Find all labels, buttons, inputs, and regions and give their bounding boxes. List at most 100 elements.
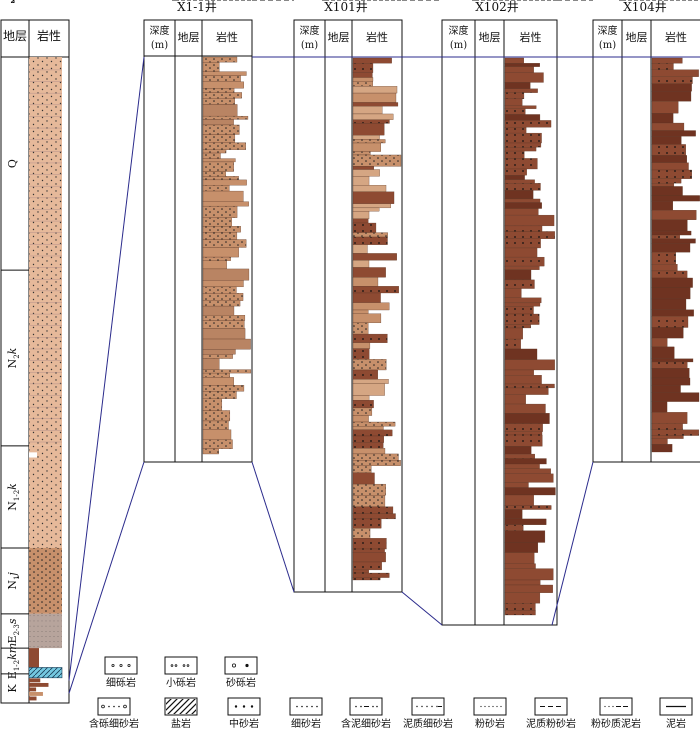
lithology-band	[352, 383, 385, 396]
lithology-band	[202, 134, 236, 143]
depth-tick-label: 6 784	[592, 0, 618, 3]
lithology-band	[504, 509, 523, 520]
lithology-band	[202, 338, 251, 350]
depth-tick-label: 6 752	[592, 0, 618, 3]
lithology-band	[202, 71, 247, 76]
overview-lith-band	[29, 547, 62, 613]
lithology-band	[202, 315, 246, 321]
lithology-band	[651, 76, 693, 84]
lithology-band	[651, 277, 693, 288]
lithology-band	[651, 346, 675, 359]
depth-tick-label: 7 088	[145, 0, 171, 3]
legend-label: 细砾岩	[106, 676, 136, 689]
overview-lith-band	[29, 687, 37, 692]
lithology-band	[352, 86, 398, 94]
lithology-band	[504, 105, 537, 109]
lithology-band	[504, 120, 552, 128]
legend-dot	[604, 705, 606, 708]
label-part: 3	[10, 0, 14, 5]
depth-tick-label: 6 880	[445, 0, 471, 3]
lithology-band	[651, 361, 688, 369]
depth-tick-label: 6 776	[592, 0, 618, 3]
lithology-band	[202, 439, 233, 450]
lithology-band	[651, 162, 689, 171]
label-part: N	[6, 358, 19, 368]
lithology-band	[504, 108, 526, 115]
legend-label: 泥质粉砂岩	[526, 717, 576, 730]
lithology-band	[651, 238, 696, 244]
legend-dot	[355, 705, 357, 708]
lithology-band	[651, 435, 684, 439]
legend-ring	[174, 664, 178, 667]
lithology-band	[202, 205, 238, 218]
lithology-band	[202, 92, 242, 99]
lithology-band	[352, 415, 369, 423]
depth-tick-label: 7 096	[295, 0, 321, 3]
formation-label: K1bx	[0, 0, 14, 5]
legend-dot	[488, 705, 490, 708]
lithology-band	[651, 234, 680, 239]
lithology-band	[651, 186, 683, 196]
formation-label: K1bs3	[0, 0, 15, 5]
legend-label: 含砾细砂岩	[89, 717, 139, 730]
lithology-band	[651, 392, 700, 402]
lithology-band	[651, 69, 699, 77]
lithology-band	[651, 327, 684, 339]
strata-header: 地层	[479, 31, 501, 44]
legend-label: 小砾岩	[166, 676, 196, 689]
lithology-band	[202, 176, 239, 181]
overview-unit-label: N2k	[6, 347, 21, 368]
label-part: bx	[0, 0, 14, 3]
well-frame	[441, 19, 558, 626]
lithology-band	[352, 342, 371, 349]
strata-header: 地层	[626, 31, 648, 44]
well-title: X104井	[623, 0, 666, 14]
lithology-band	[651, 287, 691, 300]
label-part: 2	[10, 0, 14, 5]
formation-label: K1bs2	[0, 0, 15, 5]
legend-ring	[170, 664, 174, 667]
lithology-band	[352, 102, 399, 107]
lithology-band	[352, 435, 384, 443]
lithology-band	[651, 200, 674, 211]
formation-label: K1bs3	[0, 0, 15, 5]
legend-dot	[436, 705, 438, 708]
lithology-band	[504, 127, 527, 134]
lithology-band	[202, 369, 252, 374]
lithology-band	[504, 530, 546, 543]
overview-unit-label: K	[6, 684, 19, 693]
lithology-band	[352, 465, 372, 474]
legend-dot	[484, 705, 486, 708]
depth-tick-label: 7 120	[295, 0, 321, 3]
lithology-band	[202, 75, 241, 82]
lithology-band	[651, 429, 699, 436]
lithology-band	[504, 359, 555, 371]
lithology-band	[504, 473, 554, 483]
lithology-band	[352, 359, 387, 371]
lithology-band	[504, 324, 531, 329]
lithology-band	[202, 260, 227, 270]
depth-tick-label: 6 848	[592, 0, 618, 3]
legend-dot	[108, 705, 110, 708]
legend-dot	[118, 705, 120, 708]
lithology-band	[202, 320, 245, 329]
lithology-band	[651, 270, 688, 279]
lithology-band	[504, 542, 539, 553]
legend-dot	[416, 705, 418, 708]
depth-tick-label: 7 064	[295, 0, 321, 3]
label-part: k	[6, 347, 19, 354]
depth-tick-label: 6 864	[592, 0, 618, 3]
lithology-band	[651, 316, 689, 328]
depth-tick-label: 7 072	[145, 0, 171, 3]
depth-tick-label: 6 936	[295, 0, 321, 3]
legend-dot	[360, 705, 362, 708]
well-frame	[293, 19, 403, 593]
depth-tick-label: 6 952	[445, 0, 471, 3]
lithology-band	[202, 161, 234, 172]
lithology-band	[651, 210, 697, 220]
lithology-band	[352, 119, 390, 124]
lithology-band	[504, 387, 549, 395]
depth-tick-label: 6 920	[592, 0, 618, 3]
legend-swatch	[411, 697, 445, 716]
lithology-band	[504, 369, 534, 376]
